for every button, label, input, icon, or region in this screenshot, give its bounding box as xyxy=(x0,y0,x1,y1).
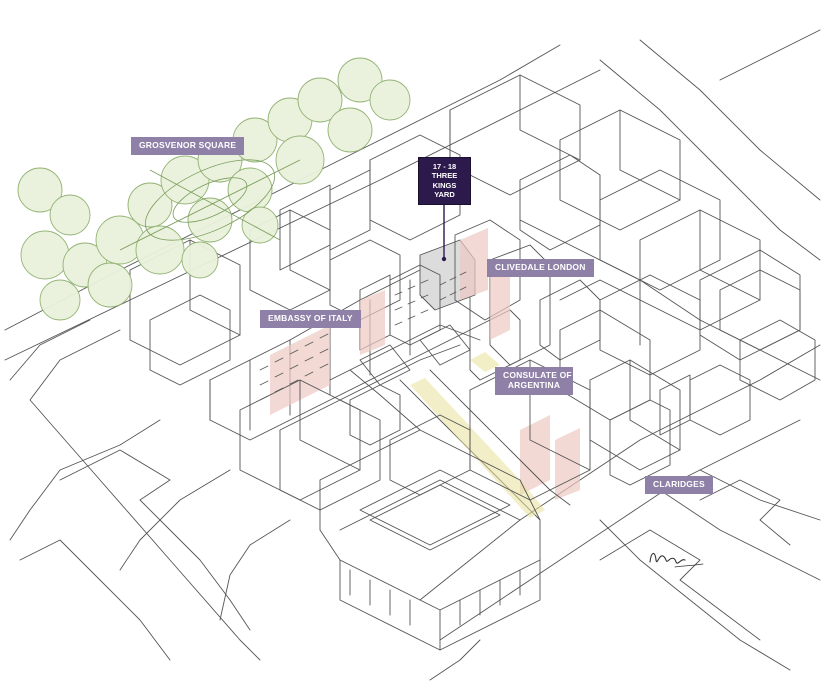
left-block-buildings xyxy=(129,209,401,386)
label-consulate-of-argentina-line2: ARGENTINA xyxy=(507,379,561,390)
label-grosvenor-square: GROSVENOR SQUARE xyxy=(131,137,245,155)
label-clivedale-london-text: CLIVEDALE LONDON xyxy=(495,262,586,272)
grosvenor-square-trees xyxy=(17,57,411,321)
pink-facades xyxy=(270,228,580,500)
label-three-kings-yard-line3: YARD xyxy=(434,190,455,200)
label-embassy-of-italy-text: EMBASSY OF ITALY xyxy=(268,313,353,323)
label-embassy-of-italy: EMBASSY OF ITALY xyxy=(260,310,361,328)
label-three-kings-yard-line2: THREE KINGS xyxy=(431,171,458,190)
background-buildings xyxy=(279,74,801,376)
label-claridges-text: CLARIDGES xyxy=(653,479,705,489)
label-claridges: CLARIDGES xyxy=(645,476,713,494)
label-consulate-of-argentina: CONSULATE OF ARGENTINA xyxy=(495,367,573,395)
street-outlines xyxy=(4,29,821,681)
artist-signature xyxy=(649,552,704,568)
row-houses xyxy=(659,269,816,436)
yard-highlight xyxy=(410,352,545,518)
label-grosvenor-square-text: GROSVENOR SQUARE xyxy=(139,140,237,150)
label-three-kings-yard: 17 - 18 THREE KINGS YARD xyxy=(418,157,471,205)
front-block xyxy=(239,379,541,651)
lower-left-streets xyxy=(19,449,791,661)
leader-dot xyxy=(441,256,447,262)
label-clivedale-london: CLIVEDALE LONDON xyxy=(487,259,594,277)
label-three-kings-yard-line1: 17 - 18 xyxy=(432,162,457,171)
label-consulate-of-argentina-line1: CONSULATE OF xyxy=(503,370,572,380)
grosvenor-square-paths xyxy=(119,159,301,251)
